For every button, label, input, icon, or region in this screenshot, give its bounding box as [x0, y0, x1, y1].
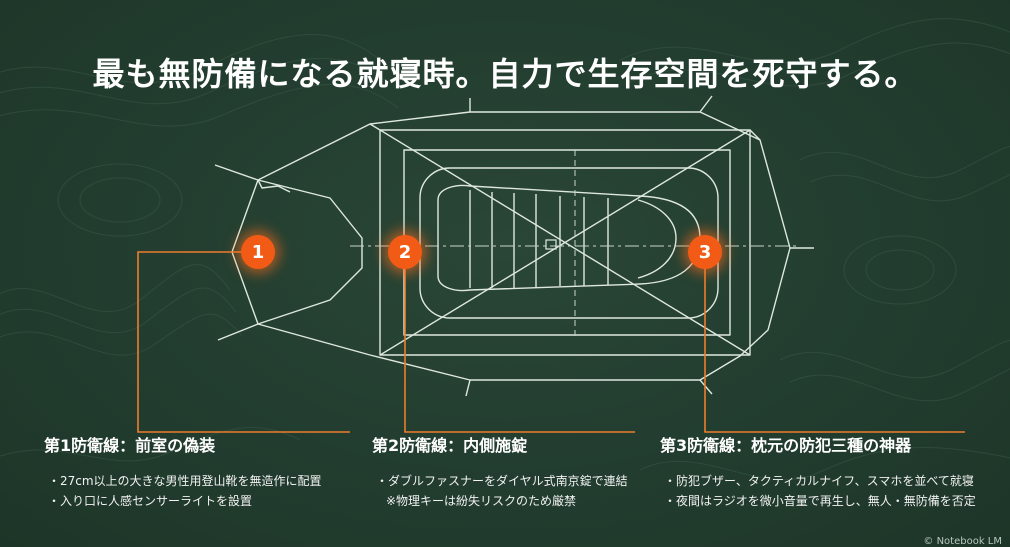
zipper-lock-icon — [545, 239, 557, 250]
section-1-line-2: ・入り口に人感センサーライトを設置 — [48, 494, 253, 508]
section-1-line-1: ・27cm以上の大きな男性用登山靴を無造作に配置 — [48, 474, 322, 488]
page-title: 最も無防備になる就寝時。自力で生存空間を死守する。 — [92, 55, 918, 94]
callout-line-3 — [704, 252, 965, 433]
inner-tent — [379, 129, 751, 356]
section-1-heading: 第1防衛線：前室の偽装 — [44, 436, 216, 455]
section-2-heading: 第2防衛線：内側施錠 — [372, 436, 528, 455]
marker-2: 2 — [388, 235, 422, 269]
section-2-line-1: ・ダブルファスナーをダイヤル式南京錠で連結 — [376, 474, 628, 488]
marker-3: 3 — [688, 235, 722, 269]
section-3-line-2: ・夜間はラジオを微小音量で再生し、無人・無防備を否定 — [664, 494, 976, 508]
sleeping-bag — [437, 184, 701, 292]
tent-outer-fly — [231, 111, 791, 381]
section-2-line-2: ※物理キーは紛失リスクのため厳禁 — [386, 494, 577, 508]
vestibule-panel — [257, 179, 363, 325]
section-3-heading: 第3防衛線：枕元の防犯三種の神器 — [660, 436, 912, 455]
watermark: © Notebook LM — [923, 536, 1002, 547]
callout-line-2 — [404, 252, 635, 433]
section-3-line-1: ・防犯ブザー、タクティカルナイフ、スマホを並べて就寝 — [664, 474, 974, 488]
callout-line-1 — [137, 251, 350, 433]
marker-1: 1 — [241, 235, 275, 269]
